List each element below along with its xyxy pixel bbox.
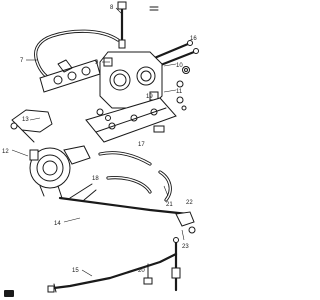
- breather-pipe: [117, 1, 159, 49]
- small-screw-bottom: [143, 263, 153, 285]
- bottom-pipe: [47, 252, 178, 293]
- lower-rail: [85, 97, 177, 143]
- throttle-body-upper: [99, 51, 163, 109]
- vacuum-hoses: [98, 151, 172, 202]
- callout-20: 20: [138, 268, 145, 274]
- callout-19: 19: [146, 94, 153, 100]
- throttle-body-lower: [29, 145, 91, 199]
- callout-13: 13: [22, 117, 29, 123]
- intake-rail-left: [39, 59, 101, 93]
- callout-11: 11: [176, 89, 183, 95]
- callout-8: 8: [110, 5, 114, 11]
- callout-17: 17: [138, 142, 145, 148]
- callout-labels: 7 8 9 10 11 12 13 14 15 16 17 18 19 20 2…: [2, 5, 197, 274]
- callout-23: 23: [182, 244, 189, 250]
- callout-22: 22: [186, 200, 193, 206]
- callout-16: 16: [190, 36, 197, 42]
- sensor-rod: [171, 237, 181, 292]
- leader-lines: [11, 7, 185, 277]
- callout-9: 9: [95, 60, 99, 66]
- connector-right: [175, 211, 196, 234]
- exploded-parts-diagram: 7 8 9 10 11 12 13 14 15 16 17 18 19 20 2…: [2, 1, 199, 297]
- left-bracket: [10, 109, 53, 143]
- hose-top-left: [34, 29, 120, 82]
- small-fittings: [96, 66, 190, 133]
- callout-14: 14: [54, 221, 61, 227]
- throttle-cable: [58, 183, 190, 216]
- callout-12: 12: [2, 149, 9, 155]
- brand-logo: [4, 290, 14, 297]
- callout-21: 21: [166, 202, 173, 208]
- callout-7: 7: [20, 58, 24, 64]
- callout-10: 10: [176, 63, 183, 69]
- callout-18: 18: [92, 176, 99, 182]
- callout-15: 15: [72, 268, 79, 274]
